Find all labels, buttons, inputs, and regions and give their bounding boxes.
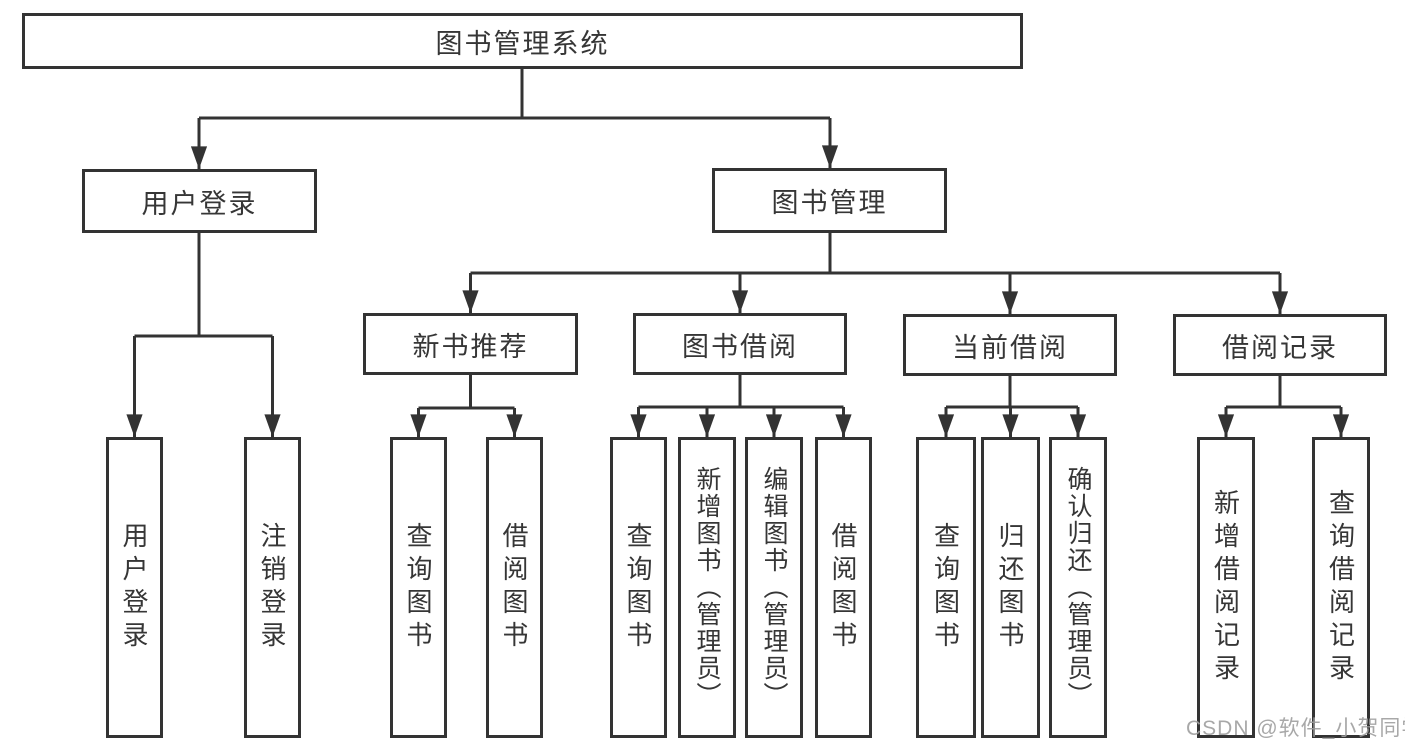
- leaf-query-books-borrow: 查询图书: [610, 437, 667, 738]
- leaf-confirm-return-admin: 确认归还（管理员）: [1049, 437, 1107, 738]
- leaf-add-books-admin: 新增图书（管理员）: [678, 437, 736, 738]
- leaf-borrow-books: 借阅图书: [815, 437, 872, 738]
- node-library-system: 图书管理系统: [22, 13, 1023, 69]
- node-borrow-records: 借阅记录: [1173, 314, 1387, 376]
- leaf-query-borrow-record: 查询借阅记录: [1312, 437, 1370, 738]
- leaf-borrow-books-recommend: 借阅图书: [486, 437, 543, 738]
- node-current-borrow: 当前借阅: [903, 314, 1117, 376]
- leaf-edit-books-admin: 编辑图书（管理员）: [745, 437, 803, 738]
- leaf-logout: 注销登录: [244, 437, 301, 738]
- leaf-add-borrow-record: 新增借阅记录: [1197, 437, 1255, 738]
- leaf-query-books-recommend: 查询图书: [390, 437, 447, 738]
- node-book-borrow: 图书借阅: [633, 313, 847, 375]
- leaf-return-books: 归还图书: [981, 437, 1040, 738]
- leaf-query-books-current: 查询图书: [916, 437, 976, 738]
- node-new-book-recommend: 新书推荐: [363, 313, 578, 375]
- csdn-watermark: CSDN @软件_小贺同学: [1186, 717, 1405, 740]
- node-user-login: 用户登录: [82, 169, 317, 233]
- leaf-user-login: 用户登录: [106, 437, 163, 738]
- node-book-management: 图书管理: [712, 168, 947, 233]
